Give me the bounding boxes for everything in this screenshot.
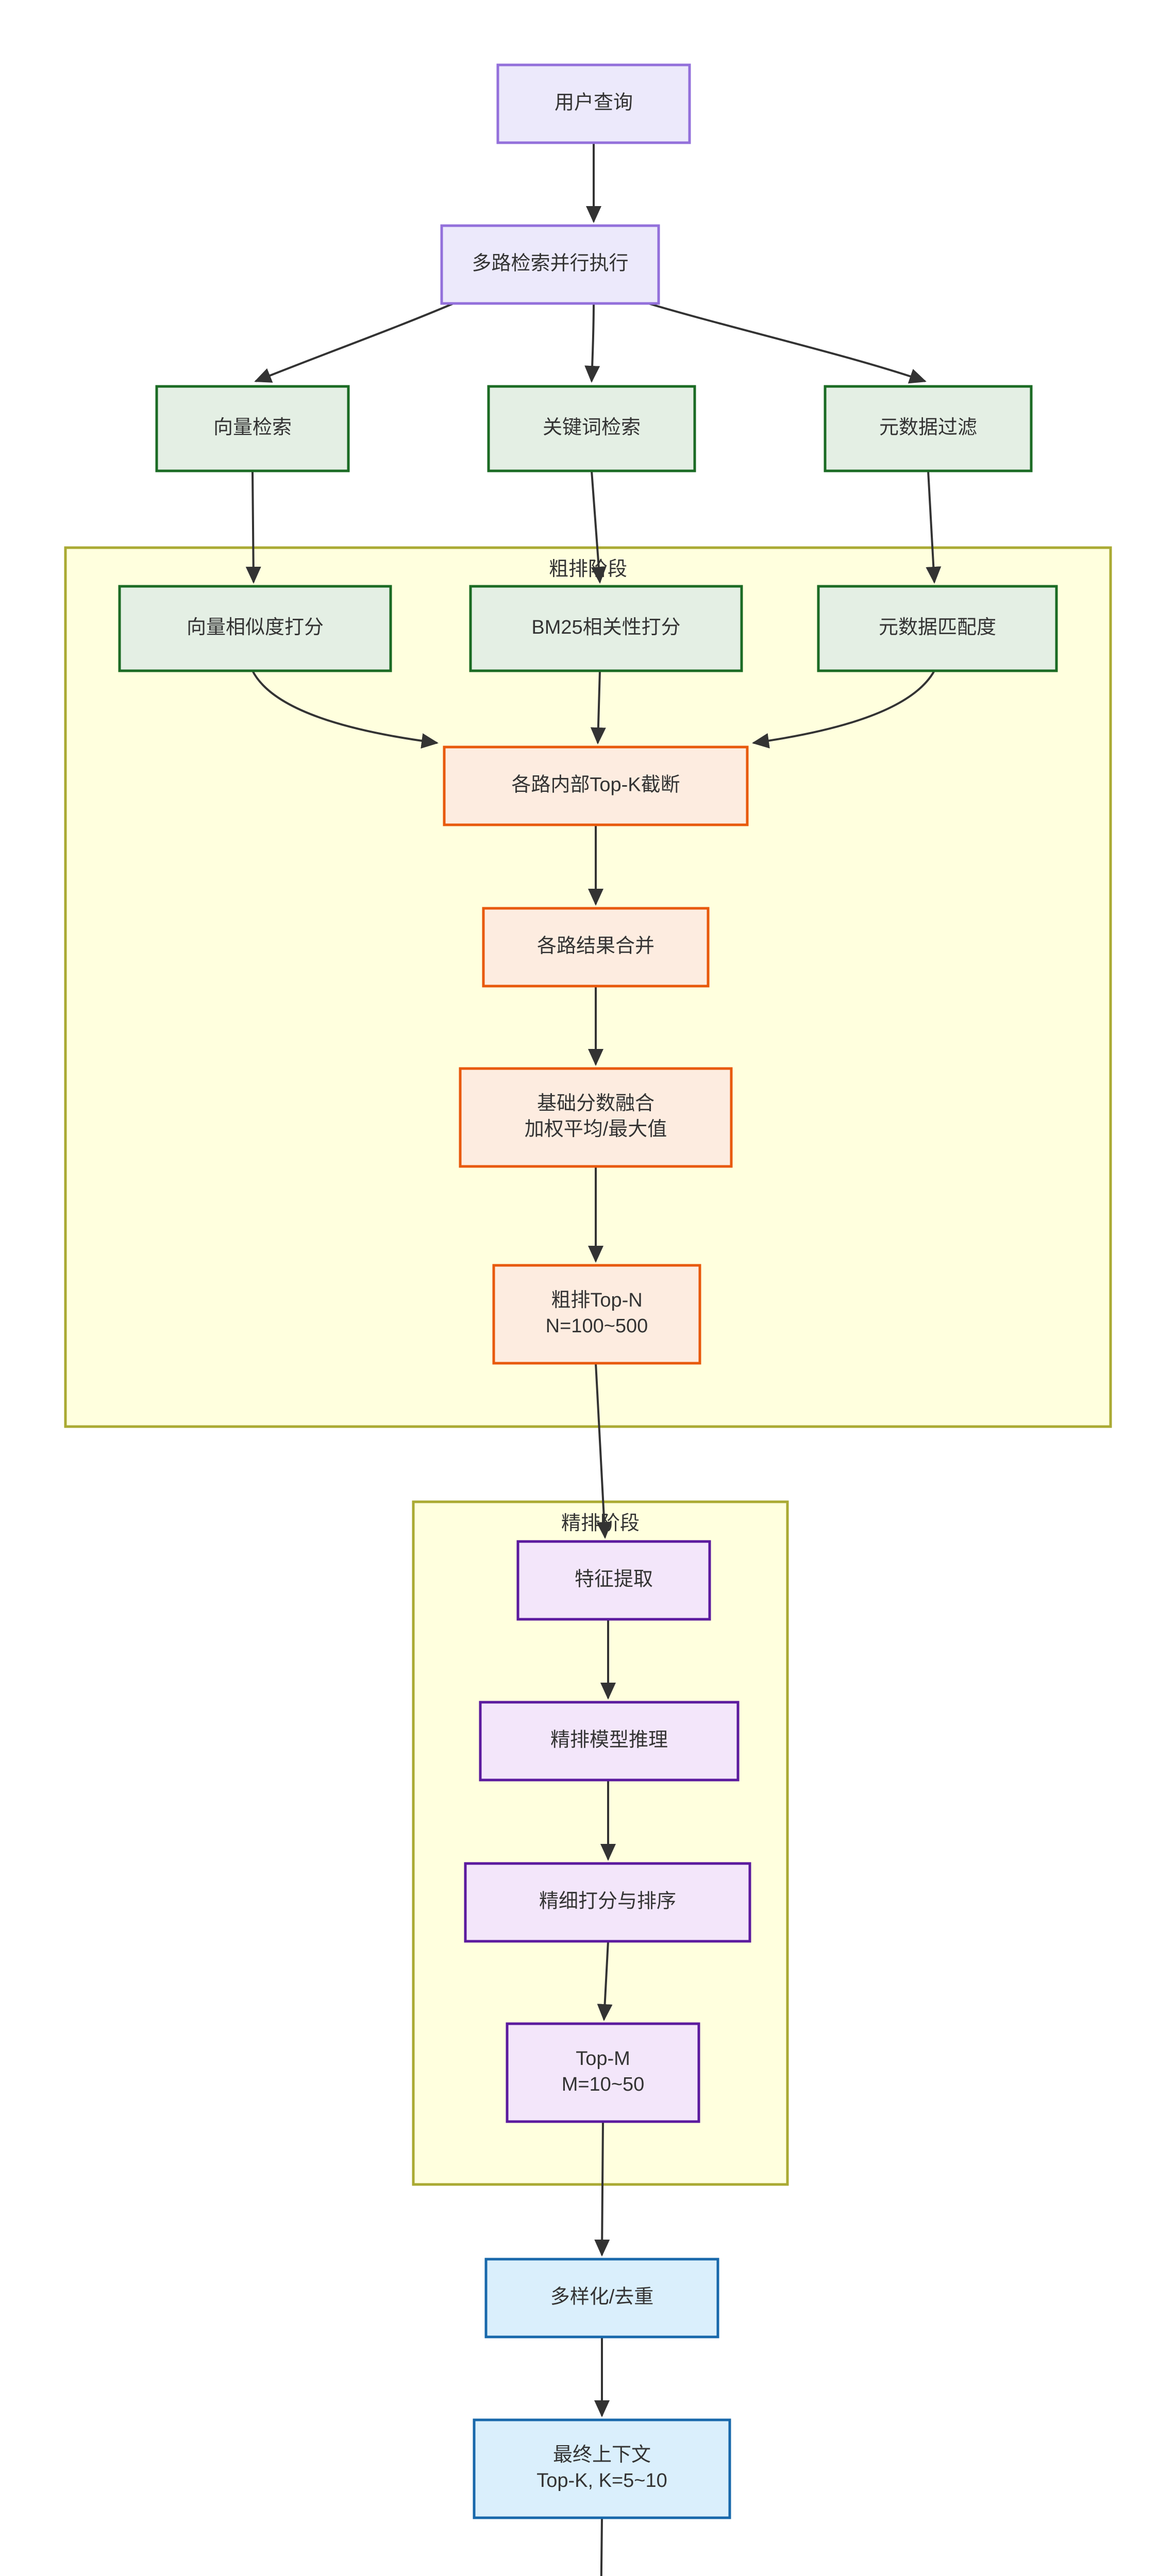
edge-layer bbox=[245, 143, 942, 2576]
node-box[interactable] bbox=[155, 385, 350, 472]
node-n1[interactable]: 用户查询 bbox=[496, 63, 691, 144]
edge-n5-to-n8 bbox=[926, 470, 942, 584]
cluster-label: 精排阶段 bbox=[561, 1513, 640, 1534]
node-n10[interactable]: 各路结果合并 bbox=[482, 907, 710, 988]
node-n6[interactable]: 向量相似度打分 bbox=[118, 585, 392, 672]
node-label-line: 加权平均/最大值 bbox=[525, 1118, 667, 1140]
node-label-line: 向量相似度打分 bbox=[187, 617, 324, 638]
node-label-line: M=10~50 bbox=[562, 2074, 645, 2095]
node-box[interactable] bbox=[473, 2418, 731, 2519]
node-n9[interactable]: 各路内部Top-K截断 bbox=[443, 745, 749, 826]
node-n4[interactable]: 关键词检索 bbox=[487, 385, 696, 472]
node-n7[interactable]: BM25相关性打分 bbox=[469, 585, 743, 672]
node-label-line: 元数据过滤 bbox=[879, 417, 977, 438]
node-n13[interactable]: 特征提取 bbox=[516, 1540, 711, 1621]
node-box[interactable] bbox=[484, 2258, 719, 2338]
node-box[interactable] bbox=[479, 1701, 740, 1782]
node-label-line: Top-M bbox=[576, 2048, 630, 2070]
node-n14[interactable]: 精排模型推理 bbox=[479, 1701, 740, 1782]
edge-n7-to-n9 bbox=[590, 670, 606, 744]
node-label-line: 精细打分与排序 bbox=[539, 1891, 676, 1912]
node-box[interactable] bbox=[118, 585, 392, 672]
edge-n6-to-n9 bbox=[251, 670, 439, 749]
node-label-line: 元数据匹配度 bbox=[879, 617, 996, 638]
node-label-line: BM25相关性打分 bbox=[531, 617, 680, 638]
edge-n4-to-n7 bbox=[591, 470, 607, 584]
node-label-line: 各路内部Top-K截断 bbox=[511, 774, 680, 796]
node-label-line: 基础分数融合 bbox=[537, 1093, 654, 1114]
node-label-line: 关键词检索 bbox=[543, 417, 641, 438]
node-box[interactable] bbox=[482, 907, 710, 988]
node-label-line: Top-K, K=5~10 bbox=[536, 2470, 667, 2492]
node-n15[interactable]: 精细打分与排序 bbox=[464, 1862, 751, 1943]
node-box[interactable] bbox=[824, 385, 1033, 472]
edge-n2-to-n5 bbox=[648, 302, 927, 384]
edge-n3-to-n6 bbox=[245, 470, 261, 584]
edge-n18-to-n19 bbox=[600, 2517, 603, 2576]
node-box[interactable] bbox=[459, 1067, 733, 1168]
node-n3[interactable]: 向量检索 bbox=[155, 385, 350, 472]
node-box[interactable] bbox=[440, 224, 660, 305]
edge-n2-to-n4 bbox=[584, 303, 600, 383]
node-n18[interactable]: 最终上下文 Top-K, K=5~10 bbox=[473, 2418, 731, 2519]
node-n17[interactable]: 多样化/去重 bbox=[484, 2258, 719, 2338]
node-box[interactable] bbox=[464, 1862, 751, 1943]
node-box[interactable] bbox=[817, 585, 1058, 672]
node-box[interactable] bbox=[506, 2022, 700, 2123]
node-box[interactable] bbox=[443, 745, 749, 826]
node-box[interactable] bbox=[487, 385, 696, 472]
node-label-line: 粗排Top-N bbox=[551, 1290, 642, 1311]
node-label-line: 多样化/去重 bbox=[550, 2286, 654, 2308]
node-n16[interactable]: Top-M M=10~50 bbox=[506, 2022, 700, 2123]
cluster-label: 粗排阶段 bbox=[549, 558, 627, 580]
node-n2[interactable]: 多路检索并行执行 bbox=[440, 224, 660, 305]
node-label-line: N=100~500 bbox=[546, 1315, 648, 1337]
node-box[interactable] bbox=[492, 1264, 701, 1365]
node-label-line: 多路检索并行执行 bbox=[472, 253, 628, 275]
node-label-line: 各路结果合并 bbox=[537, 936, 654, 957]
edge-n16-to-n17 bbox=[594, 2121, 610, 2257]
node-box[interactable] bbox=[496, 63, 691, 144]
edge-n8-to-n9 bbox=[752, 670, 935, 749]
node-box[interactable] bbox=[516, 1540, 711, 1621]
node-label-line: 精排模型推理 bbox=[550, 1730, 668, 1751]
node-n8[interactable]: 元数据匹配度 bbox=[817, 585, 1058, 672]
node-n12[interactable]: 粗排Top-N N=100~500 bbox=[492, 1264, 701, 1365]
node-n5[interactable]: 元数据过滤 bbox=[824, 385, 1033, 472]
edge-n2-to-n3 bbox=[254, 302, 454, 383]
node-label-line: 特征提取 bbox=[575, 1569, 653, 1590]
node-label-line: 向量检索 bbox=[213, 417, 292, 438]
edge-n15-to-n16 bbox=[597, 1941, 613, 2021]
node-box[interactable] bbox=[469, 585, 743, 672]
edge-n12-to-n13 bbox=[595, 1363, 612, 1539]
node-label-line: 最终上下文 bbox=[553, 2444, 651, 2466]
node-label-line: 用户查询 bbox=[555, 92, 633, 114]
